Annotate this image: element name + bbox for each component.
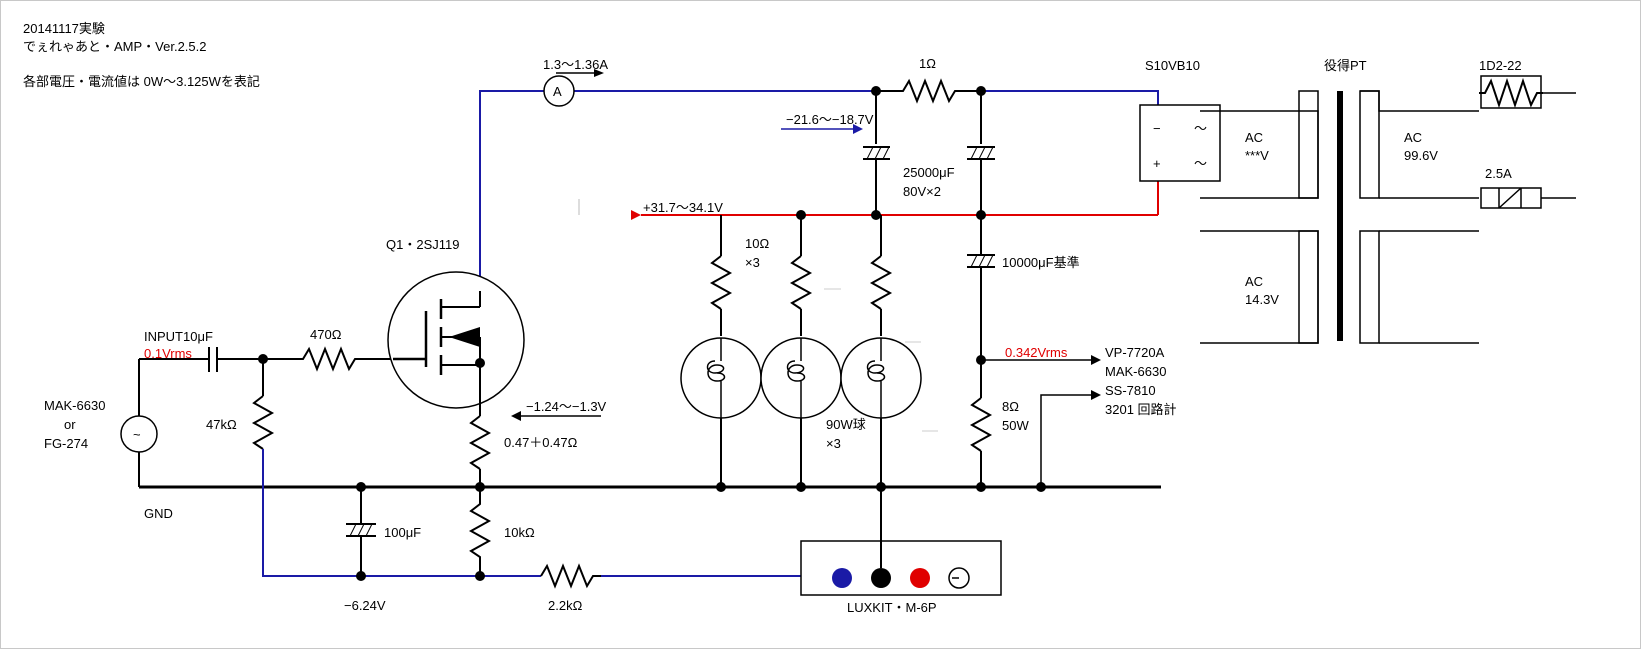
ground-label: GND (144, 506, 173, 521)
main-cap-voltage: 80V×2 (903, 184, 941, 199)
bypass-capacitor-100uf (346, 487, 376, 576)
ammeter-symbol: A (543, 69, 604, 107)
main-filter-capacitors (863, 91, 995, 215)
junction-dot (716, 482, 726, 492)
load-resistor-8ohm (969, 397, 993, 487)
fuse-rating-label: 2.5A (1485, 166, 1512, 181)
bulb-resistor-2 (789, 215, 813, 336)
light-bulb-3 (840, 337, 922, 419)
light-bulb-1 (680, 337, 762, 419)
svg-text:〜: 〜 (1194, 121, 1207, 136)
resistor-1ohm (876, 78, 981, 104)
input-level: 0.1Vrms (144, 346, 192, 361)
bulb-count: ×3 (826, 436, 841, 451)
junction-dot (976, 482, 986, 492)
meter-vp-7720a: VP-7720A (1105, 345, 1165, 360)
bias-voltage-label: −6.24V (344, 598, 386, 613)
ac-primary-value: 99.6V (1404, 148, 1438, 163)
source-resistor (468, 363, 492, 487)
bridge-part-label: S10VB10 (1145, 58, 1200, 73)
ammeter-current-label: 1.3〜1.36A (543, 57, 608, 72)
generator-model-2: FG-274 (44, 436, 88, 451)
bulb-resistor-count: ×3 (745, 255, 760, 270)
bulb-resistor-3 (869, 215, 893, 336)
primary-fuse (1480, 187, 1576, 209)
gate-voltage-marker (511, 411, 601, 421)
gate-voltage-label: −1.24〜−1.3V (526, 399, 607, 414)
primary-diode-1d2-22 (1479, 75, 1576, 109)
input-cap-label: INPUT10μF (144, 329, 213, 344)
bulb-resistor-value: 10Ω (745, 236, 769, 251)
output-level: 0.342Vrms (1005, 345, 1068, 360)
negative-rail-voltage: −21.6〜−18.7V (786, 112, 874, 127)
ac-aux-label: AC (1245, 274, 1263, 289)
terminal-black (871, 568, 891, 588)
svg-text:〜: 〜 (1194, 156, 1207, 171)
ac-primary-label: AC (1404, 130, 1422, 145)
terminal-red (910, 568, 930, 588)
input-capacitor (139, 347, 263, 372)
bypass-cap-label: 100μF (384, 525, 421, 540)
ac-secondary-label: AC (1245, 130, 1263, 145)
junction-dot (475, 571, 485, 581)
source-resistor-label: 0.47＋0.47Ω (504, 435, 578, 450)
junction-dot (796, 482, 806, 492)
meter-mak-6630: MAK-6630 (1105, 364, 1166, 379)
bulb-rating: 90W球 (826, 417, 866, 432)
power-transformer (1200, 90, 1479, 344)
luxkit-power-supply (800, 540, 1002, 596)
q1-label: Q1・2SJ119 (386, 237, 459, 252)
load-resistor-value: 8Ω (1002, 399, 1019, 414)
measurement-note: 各部電圧・電流値は 0W〜3.125Wを表記 (23, 74, 260, 89)
signal-generator: ~ (120, 359, 158, 487)
ac-aux-value: 14.3V (1245, 292, 1279, 307)
mosfet-q1 (387, 271, 525, 409)
bias-resistor-label: 47kΩ (206, 417, 237, 432)
resistor-2k2-label: 2.2kΩ (548, 598, 583, 613)
amp-title: でぇれゃあと・AMP・Ver.2.5.2 (23, 39, 207, 54)
terminal-blue (832, 568, 852, 588)
gate-resistor-label: 470Ω (310, 327, 342, 342)
junction-dot (356, 571, 366, 581)
resistor-10k (468, 487, 492, 576)
main-cap-value: 25000μF (903, 165, 955, 180)
negative-rail (479, 90, 1159, 341)
bias-rail (262, 449, 831, 589)
output-probe-arrow (981, 355, 1101, 365)
ac-secondary-value: ***V (1245, 148, 1269, 163)
svg-text:A: A (553, 84, 562, 99)
bias-resistor-47k (251, 359, 275, 450)
luxkit-label: LUXKIT・M-6P (847, 600, 937, 615)
positive-rail (631, 181, 1159, 220)
junction-dot (1036, 482, 1046, 492)
bridge-rectifier: − 〜 + 〜 (1139, 104, 1221, 182)
experiment-date: 20141117実験 (23, 21, 105, 36)
junction-dot (871, 210, 881, 220)
svg-text:~: ~ (133, 427, 141, 442)
meter-3201: 3201 回路計 (1105, 402, 1177, 417)
gate-resistor-470 (263, 346, 393, 372)
svg-text:−: − (1153, 121, 1161, 136)
load-resistor-power: 50W (1002, 418, 1029, 433)
generator-or: or (64, 417, 76, 432)
reference-capacitor (967, 215, 995, 398)
meter-ss-7810: SS-7810 (1105, 383, 1156, 398)
svg-text:+: + (1153, 156, 1161, 171)
resistor-10k-label: 10kΩ (504, 525, 535, 540)
negative-voltage-marker (781, 124, 863, 134)
positive-rail-voltage: +31.7〜34.1V (643, 200, 723, 215)
reference-cap-label: 10000μF基準 (1002, 255, 1080, 270)
diode-part-label: 1D2-22 (1479, 58, 1522, 73)
light-bulb-2 (760, 337, 842, 419)
generator-model-1: MAK-6630 (44, 398, 105, 413)
resistor-1ohm-label: 1Ω (919, 56, 936, 71)
bulb-resistor-1 (709, 215, 733, 336)
meter-ground-lead (1040, 390, 1101, 487)
transformer-label: 役得PT (1324, 58, 1367, 73)
